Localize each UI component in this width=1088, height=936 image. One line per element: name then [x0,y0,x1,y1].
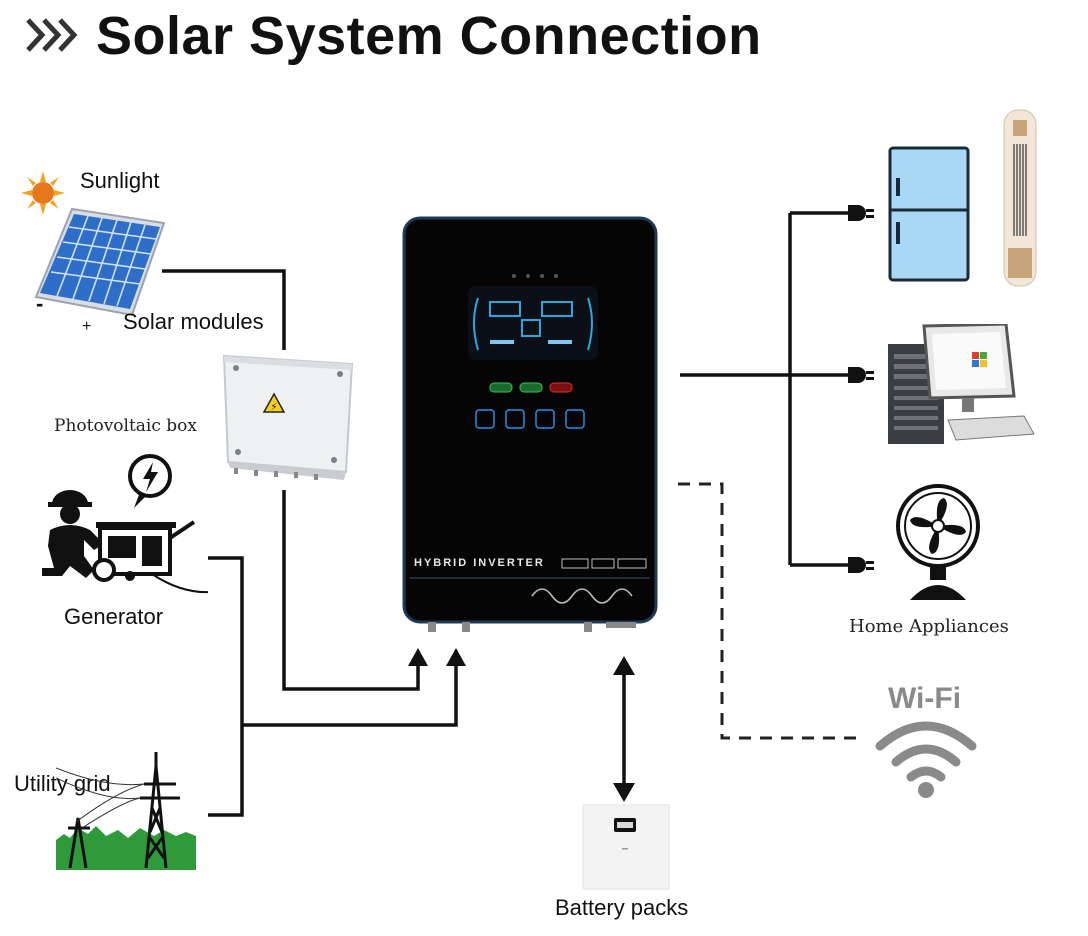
solar-panel-icon [34,207,166,317]
arrow-up-icon [408,648,428,666]
plug-icon [848,367,874,383]
svg-text:⚡: ⚡ [270,402,277,413]
pv-box-label: Photovoltaic box [54,416,197,436]
power-tower-icon [56,752,196,870]
plug-icon [848,557,874,573]
desk-fan-icon [896,484,980,600]
wire-solar-pvbox [162,269,286,350]
plus-label: + [82,318,92,335]
chevron-double-icon [26,18,78,52]
minus-label: - [36,291,44,316]
pv-box-icon: ⚡ [222,354,354,480]
battery-icon [582,804,670,890]
computer-icon [888,324,1035,444]
generator-label: Generator [64,604,164,629]
page-title: Solar System Connection [96,6,762,66]
wire-grid-inverter [242,665,458,727]
sun-icon [21,171,65,215]
plug-icon [848,205,874,221]
wire-pvbox-inverter [282,490,420,691]
wifi-label: Wi-Fi [888,682,962,715]
wire-wifi-dashed [678,482,858,740]
home-appliances-label: Home Appliances [849,616,1009,637]
tower-fan-icon [1003,109,1037,287]
sunlight-label: Sunlight [80,168,160,193]
fridge-icon [888,146,970,282]
arrow-double-vertical-icon [613,656,635,675]
inverter-name: HYBRID INVERTER [414,557,545,569]
arrow-up-icon [446,648,466,666]
generator-icon [42,454,208,594]
utility-grid-label: Utility grid [14,771,111,796]
solar-modules-label: Solar modules [123,309,264,334]
battery-packs-label: Battery packs [555,895,689,920]
wire-gen-grid [208,556,244,817]
wifi-icon [875,721,977,798]
inverter-icon [402,216,658,632]
